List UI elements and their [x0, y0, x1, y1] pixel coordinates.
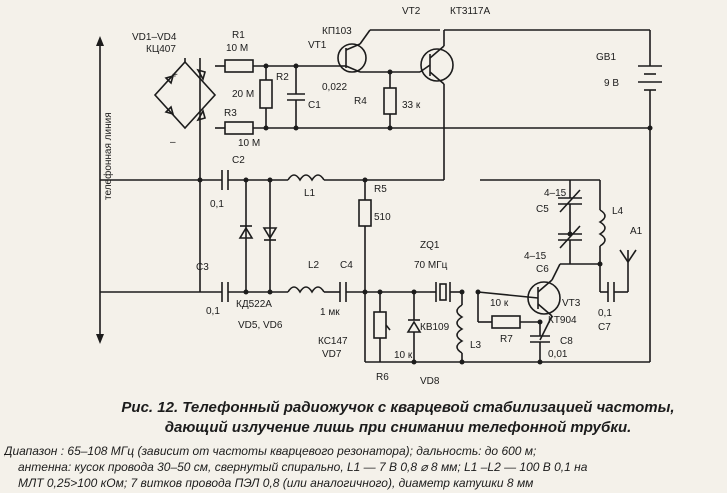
r7-resistor: 10 к R7	[477, 292, 540, 345]
c6-trimmer: 4–15 C6	[524, 225, 582, 275]
svg-text:КС147: КС147	[318, 336, 348, 347]
svg-text:L2: L2	[308, 260, 320, 271]
caption-line1: Телефонный радиожучок с кварцевой стабил…	[182, 399, 675, 416]
svg-text:C2: C2	[232, 155, 245, 166]
svg-text:A1: A1	[630, 226, 643, 237]
spec-line-1: Диапазон : 65–108 МГц (зависит от частот…	[4, 444, 537, 458]
svg-text:L4: L4	[612, 206, 624, 217]
svg-text:10 к: 10 к	[394, 350, 413, 361]
svg-text:C1: C1	[308, 100, 321, 111]
svg-text:КД522А: КД522А	[236, 299, 272, 310]
svg-text:C5: C5	[536, 204, 549, 215]
spec-line-3: МЛТ 0,25>100 кОм; 7 витков провода ПЭЛ 0…	[18, 476, 534, 490]
svg-text:R1: R1	[232, 30, 245, 41]
svg-text:10 М: 10 М	[226, 43, 248, 54]
diode-bridge: + – VD1–VD4 КЦ407	[132, 32, 217, 292]
telephone-line: телефонная линия	[96, 36, 200, 344]
svg-text:C3: C3	[196, 262, 209, 273]
c5-trimmer: 4–15 C5	[480, 179, 582, 234]
svg-text:R5: R5	[374, 184, 387, 195]
svg-text:ZQ1: ZQ1	[420, 240, 440, 251]
svg-text:VD5, VD6: VD5, VD6	[238, 320, 283, 331]
a1-antenna: A1	[619, 226, 643, 292]
caption-prefix: Рис. 12.	[121, 399, 179, 416]
svg-text:R6: R6	[376, 372, 389, 383]
c8-capacitor: C8 0,01	[470, 322, 650, 363]
svg-text:4–15: 4–15	[544, 188, 567, 199]
svg-text:R2: R2	[276, 72, 289, 83]
vt2-transistor: VT2 КТ3117А	[402, 6, 650, 180]
l4-inductor: L4	[560, 179, 624, 265]
svg-text:КП103: КП103	[322, 26, 352, 37]
c7-capacitor: 0,1 C7	[598, 264, 628, 333]
svg-text:VT3: VT3	[562, 298, 581, 309]
junctions	[197, 63, 653, 365]
svg-text:20 М: 20 М	[232, 89, 254, 100]
bridge-minus: –	[170, 137, 176, 148]
c2-capacitor: C2 0,1	[200, 155, 288, 210]
svg-text:C6: C6	[536, 264, 549, 275]
svg-text:VT2: VT2	[402, 6, 421, 17]
svg-text:VD7: VD7	[322, 349, 342, 360]
kc407-label: КЦ407	[146, 44, 176, 55]
svg-text:R4: R4	[354, 96, 367, 107]
svg-text:33 к: 33 к	[402, 100, 421, 111]
svg-text:L3: L3	[470, 340, 482, 351]
l2-inductor: L2	[287, 260, 340, 294]
svg-text:510: 510	[374, 212, 391, 223]
caption-line2: дающий излучение лишь при снимании телеф…	[164, 419, 632, 436]
svg-text:10 М: 10 М	[238, 138, 260, 149]
vt1-transistor: КП103 VT1	[308, 26, 440, 73]
svg-text:R7: R7	[500, 334, 513, 345]
spec-line-2: антенна: кусок провода 30–50 см, свернут…	[18, 460, 588, 474]
vd7-zener: КС147 VD7	[318, 292, 470, 363]
gb1-battery: GB1 9 В	[596, 30, 662, 128]
c1-capacitor: 0,022 C1	[287, 66, 347, 128]
svg-text:1 мк: 1 мк	[320, 307, 340, 318]
svg-text:КВ109: КВ109	[420, 322, 450, 333]
vt3-transistor: VT3 КТ904	[477, 263, 581, 341]
vd8-varicap: КВ109 VD8	[406, 292, 450, 387]
svg-text:0,1: 0,1	[210, 199, 224, 210]
svg-text:GB1: GB1	[596, 52, 616, 63]
svg-text:C7: C7	[598, 322, 611, 333]
vd1-vd4-label: VD1–VD4	[132, 32, 177, 43]
svg-text:VT1: VT1	[308, 40, 327, 51]
svg-text:0,1: 0,1	[206, 306, 220, 317]
svg-text:0,1: 0,1	[598, 308, 612, 319]
l1-inductor: L1	[287, 174, 444, 199]
r6-potentiometer: R6 10 к	[373, 292, 413, 383]
svg-text:C4: C4	[340, 260, 353, 271]
c3-capacitor: C3 0,1	[196, 262, 288, 317]
bridge-plus: +	[172, 70, 178, 81]
svg-text:КТ3117А: КТ3117А	[450, 6, 490, 17]
vd5-vd6-diodes: КД522А VD5, VD6	[236, 180, 283, 331]
r3-resistor: R3 10 М	[215, 108, 340, 149]
svg-text:10 к: 10 к	[490, 298, 509, 309]
figure-caption: Рис. 12. Телефонный радиожучок с кварцев…	[78, 398, 718, 438]
r2-resistor: R2 20 М	[232, 66, 289, 128]
svg-text:0,01: 0,01	[548, 349, 568, 360]
zq1-crystal: ZQ1 70 МГц	[414, 240, 462, 302]
svg-text:VD8: VD8	[420, 376, 440, 387]
svg-text:9 В: 9 В	[604, 78, 619, 89]
svg-text:4–15: 4–15	[524, 251, 547, 262]
r5-resistor: R5 510	[358, 180, 391, 292]
telephone-line-label: телефонная линия	[102, 112, 114, 200]
svg-text:0,022: 0,022	[322, 82, 347, 93]
svg-text:КТ904: КТ904	[548, 315, 577, 326]
svg-text:L1: L1	[304, 188, 316, 199]
svg-text:R3: R3	[224, 108, 237, 119]
svg-text:70 МГц: 70 МГц	[414, 260, 448, 271]
svg-text:C8: C8	[560, 336, 573, 347]
